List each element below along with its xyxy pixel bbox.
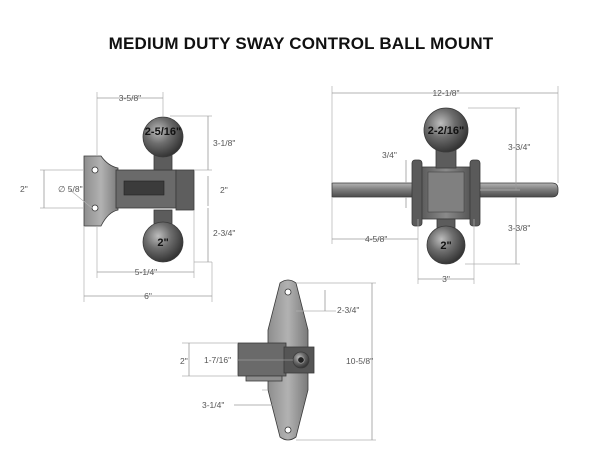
side-pin-hole-top <box>91 166 99 174</box>
side-dim-height-top: 3-1/8" <box>213 138 235 148</box>
top-dim-shank-width: 2" <box>180 356 188 366</box>
side-dim-width-total: 6" <box>144 291 152 301</box>
top-dim-upper-offset: 2-3/4" <box>337 305 359 315</box>
side-top-ball <box>142 116 184 158</box>
side-ball-holder <box>175 169 195 211</box>
side-dim-width-mid: 5-1/4" <box>135 267 157 277</box>
top-dim-shank-offset: 1-7/16" <box>204 355 231 365</box>
front-dim-overall-width: 12-1/8" <box>432 88 459 98</box>
front-dim-half-width: 4-5/8" <box>365 234 387 244</box>
side-dim-drop-bottom: 2-3/4" <box>213 228 235 238</box>
front-tooth-right <box>469 159 481 227</box>
front-dim-center-width: 3" <box>442 274 450 284</box>
side-bottom-ball-label: 2" <box>157 237 168 249</box>
side-dim-width-top: 3-5/8" <box>119 93 141 103</box>
front-bottom-ball-label: 2" <box>440 240 451 252</box>
diagram-title: MEDIUM DUTY SWAY CONTROL BALL MOUNT <box>108 34 494 53</box>
front-tooth-left <box>411 159 423 227</box>
side-dim-left-height: 2" <box>20 184 28 194</box>
top-shank <box>237 342 287 377</box>
side-pin-hole-bottom <box>91 204 99 212</box>
top-dim-lower-offset: 3-1/4" <box>202 400 224 410</box>
front-dim-bar-thickness: 3/4" <box>382 150 397 160</box>
top-ball-bolt <box>297 356 305 364</box>
top-plate-hole-top <box>284 288 292 296</box>
front-top-ball-label: 2-2/16" <box>428 125 464 137</box>
side-dim-shank-height: 2" <box>220 185 228 195</box>
front-body-inner <box>427 171 465 213</box>
top-plate-hole-bottom <box>284 426 292 434</box>
front-view: 2-2/16" 2" 12-1/8" 3/4" 3-3/4" 4-5/8" 3-… <box>331 86 559 284</box>
side-bottom-ball <box>142 221 184 263</box>
side-shank-slot <box>123 180 165 196</box>
side-top-ball-label: 2-5/16" <box>145 126 181 138</box>
front-top-ball <box>423 107 469 153</box>
side-dim-hole: ∅ 5/8" <box>58 184 83 194</box>
top-view: 2-3/4" 10-5/8" 2" 1-7/16" 3-1/4" <box>180 279 376 441</box>
top-dim-overall-length: 10-5/8" <box>346 356 373 366</box>
top-shank-lower <box>245 375 283 382</box>
front-dim-height-bottom: 3-3/8" <box>508 223 530 233</box>
side-mount-plate <box>83 155 119 227</box>
front-bottom-ball <box>426 225 466 265</box>
side-view: 2-5/16" 2" 3-5/8" 3-1/8" 2" ∅ 5/8" 2" 2-… <box>20 92 235 302</box>
front-dim-height-top: 3-3/4" <box>508 142 530 152</box>
